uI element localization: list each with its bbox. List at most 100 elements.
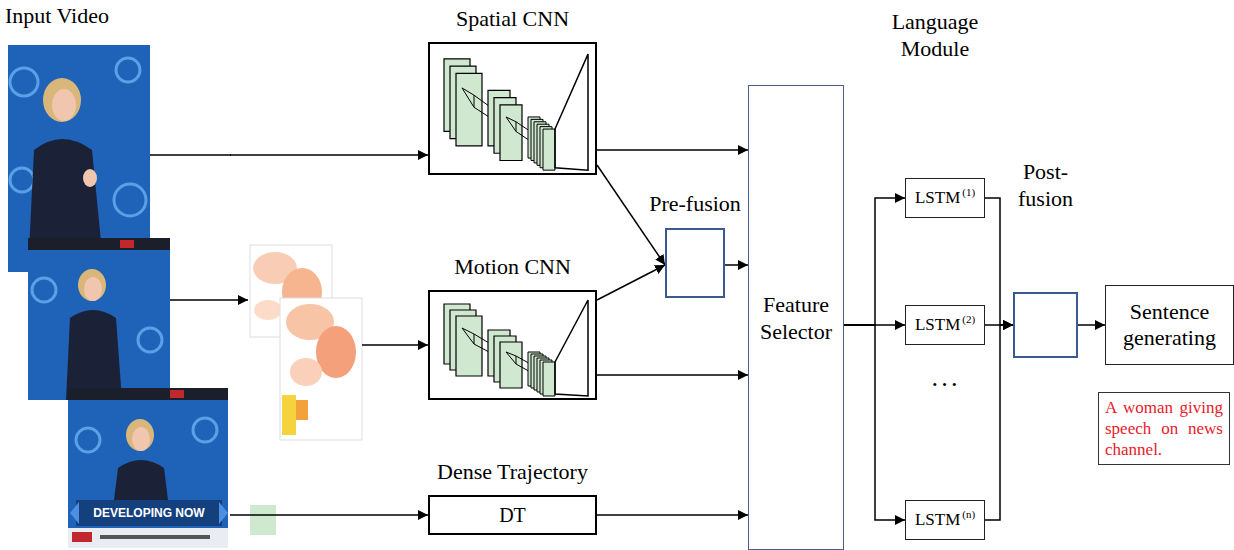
ticker-bar [28, 238, 170, 250]
box-text: LSTM(1) [911, 186, 979, 210]
speaker-face [84, 277, 102, 301]
speaker-body [66, 310, 122, 400]
optical-flow [250, 245, 362, 535]
box-outline [428, 42, 597, 175]
node-text: LSTM [915, 510, 960, 529]
flow-swatch [250, 505, 276, 535]
flow-connector [597, 374, 748, 376]
box-text: Sentence generating [1106, 297, 1233, 353]
stage-decor [138, 328, 162, 352]
stage-decor [10, 168, 34, 192]
box-outline: DT [428, 495, 597, 535]
news-crawl-logo [72, 532, 92, 542]
box-outline: Feature Selector [748, 85, 844, 550]
index-superscript: (n) [962, 508, 975, 520]
box-outline: Sentence generating [1105, 285, 1234, 365]
video-frame [8, 45, 150, 272]
heading-text: Motion CNN [454, 254, 571, 279]
box-text: DT [495, 502, 530, 529]
box-text: LSTM(n) [911, 508, 979, 532]
lstm-box: LSTM(1) [905, 178, 985, 218]
fusion-box: Post-fusion [1013, 158, 1078, 358]
stage-decor [76, 428, 100, 452]
frame-ground [68, 388, 228, 548]
flow-blob [290, 358, 322, 386]
heading-text: Post-fusion [1018, 159, 1073, 211]
video-frame [68, 388, 228, 548]
flow-connector [597, 265, 665, 300]
flow-blob [254, 300, 282, 320]
flow-arrow [362, 344, 428, 346]
ticker-logo [170, 390, 184, 398]
node-heading: Input Video [5, 2, 230, 29]
module-title: Language Module [870, 8, 1000, 62]
cnn-layers [444, 300, 588, 396]
box-outline: LSTM(2) [905, 305, 985, 345]
flow-connector [725, 264, 748, 266]
flow-connector [985, 325, 1013, 520]
frame-ground [28, 238, 170, 400]
node-heading: Pre-fusion [640, 190, 750, 217]
flow-connector [597, 149, 748, 151]
trajectory-box: Dense TrajectoryDT [428, 458, 597, 535]
speaker-body [114, 460, 168, 500]
lstm-box: LSTM(n) [905, 500, 985, 540]
flow-blob [296, 400, 308, 420]
heading-text: Spatial CNN [456, 6, 569, 31]
speaker-face [52, 89, 76, 121]
heading-text: Input Video [5, 3, 109, 28]
video-frame [28, 238, 170, 400]
feature-selector: Feature Selector [748, 85, 838, 550]
node-text: LSTM [915, 315, 960, 334]
speaker-hair [43, 78, 81, 122]
stage-decor [116, 58, 140, 82]
speaker-hair [126, 419, 154, 451]
node-heading: Dense Trajectory [428, 458, 597, 485]
lstm-box: LSTM(2) [905, 305, 985, 345]
flow-connector [230, 154, 428, 156]
box-outline [1013, 292, 1078, 358]
news-crawl [68, 528, 228, 548]
frame-ground [8, 45, 150, 272]
node-text: Feature Selector [760, 292, 832, 344]
node-heading: Spatial CNN [428, 5, 597, 32]
ellipsis-mark: • • • [905, 377, 985, 393]
heading-text: Dense Trajectory [437, 459, 588, 484]
flow-connector [230, 514, 428, 516]
box-outline [5, 39, 230, 548]
index-superscript: (1) [962, 186, 975, 198]
box-outline [665, 228, 725, 298]
cnn-layers [444, 54, 588, 170]
speaker-hair [78, 269, 106, 301]
sentence-box: Sentence generating [1105, 285, 1228, 365]
flow-blob [282, 395, 296, 435]
node-text: DT [499, 504, 526, 526]
flow-connector [597, 514, 748, 516]
box-outline: LSTM(1) [905, 178, 985, 218]
node-text: LSTM [915, 188, 960, 207]
banner-chevron [70, 502, 228, 524]
flow-arrow [170, 299, 248, 301]
node-heading: Post-fusion [1013, 158, 1078, 212]
input-video: Input Video [5, 2, 230, 548]
banner-text: DEVELOPING NOW [80, 505, 218, 521]
speaker-hand [83, 169, 97, 187]
cnn-box: Motion CNN [428, 253, 597, 400]
news-banner [76, 500, 222, 526]
index-superscript: (2) [962, 313, 975, 325]
heading-text: Pre-fusion [649, 191, 741, 216]
flow-connector [844, 325, 905, 520]
fusion-box: Pre-fusion [640, 190, 750, 298]
flow-image [280, 298, 362, 440]
node-heading: Motion CNN [428, 253, 597, 280]
stage-decor [114, 184, 146, 216]
flow-connector [844, 198, 905, 325]
stage-decor [32, 278, 56, 302]
flow-connector [985, 198, 1013, 325]
box-text: Feature Selector [749, 289, 843, 347]
stage-decor [193, 418, 217, 442]
box-outline [428, 290, 597, 400]
speaker-face [132, 427, 150, 451]
